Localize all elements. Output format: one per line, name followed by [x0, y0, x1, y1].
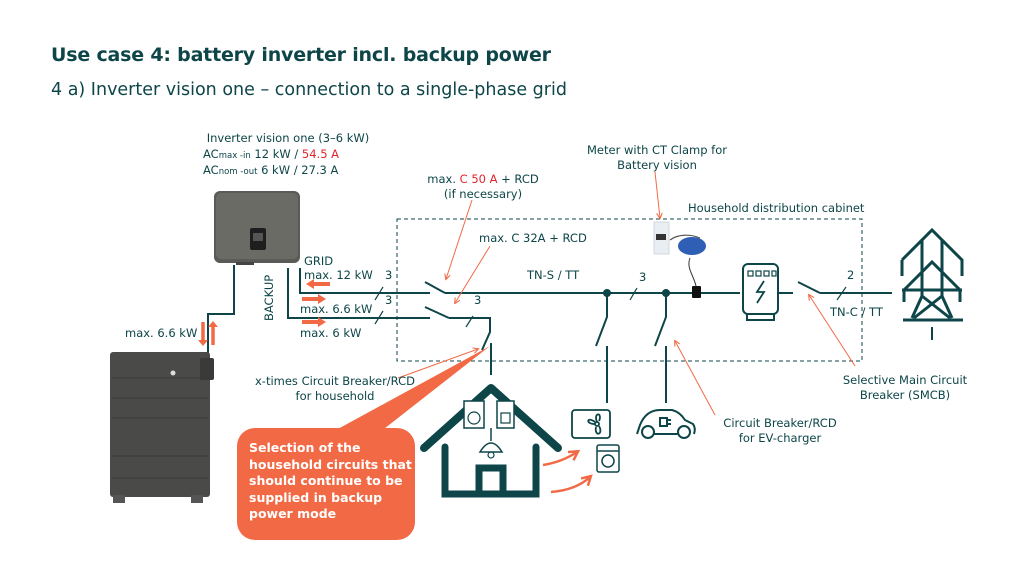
c50-breaker-label: max. C 50 A + RCD (if necessary) [415, 172, 551, 202]
ct-clamp [692, 286, 701, 298]
ac-max-value: 12 kW / [250, 147, 302, 161]
c32-leader [455, 245, 491, 303]
washing-machine-icon [596, 444, 620, 473]
fan-icon [571, 409, 611, 439]
smcb-line1: Selective Main Circuit [842, 373, 968, 387]
battery-device [110, 352, 214, 503]
wire-count-bus: 3 [639, 270, 647, 284]
ev-breaker-line1: Circuit Breaker/RCD [723, 416, 837, 430]
distribution-cabinet-box [396, 218, 863, 362]
battery-power-label: max. 6.6 kW [125, 326, 198, 340]
ac-nom-prefix: AC [203, 163, 219, 177]
inverter-ac-nom: ACnom -out 6 kW / 27.3 A [203, 163, 338, 180]
ac-max-prefix: AC [203, 147, 219, 161]
backup-power-in-label: max. 6.6 kW [300, 302, 373, 316]
household-leader [397, 349, 478, 379]
ac-max-sub: max -in [218, 151, 251, 161]
backup-selection-callout: Selection of the household circuits that… [237, 428, 415, 540]
tn-s-label: TN-S / TT [527, 268, 580, 282]
household-breaker-line1: x-times Circuit Breaker/RCD [255, 374, 415, 388]
page-title: Use case 4: battery inverter incl. backu… [51, 44, 551, 66]
backup-line [287, 268, 430, 319]
smcb-line2: Breaker (SMCB) [859, 388, 951, 402]
grid-label: GRID [304, 254, 334, 268]
ev-leader [675, 341, 716, 416]
callout-pointer [336, 346, 490, 432]
c50-prefix: max. [427, 172, 460, 186]
backup-curve-arrow-1 [542, 449, 581, 467]
c32-breaker-label: max. C 32A + RCD [479, 231, 587, 245]
inverter-ac-max: ACmax -in 12 kW / 54.5 A [203, 147, 339, 164]
grid-power-label: max. 12 kW [304, 268, 373, 282]
ev-breaker-line2: for EV-charger [738, 431, 822, 445]
battery-dc-line [207, 265, 235, 360]
backup-label: BACKUP [262, 274, 276, 321]
wire-count-main: 2 [847, 268, 855, 282]
household-breaker-line2: for household [295, 389, 375, 403]
cabinet-label: Household distribution cabinet [688, 201, 865, 215]
wire-count-c32: 3 [474, 293, 482, 307]
ev-breaker-label: Circuit Breaker/RCD for EV-charger [710, 416, 850, 446]
smcb-leader [809, 295, 856, 367]
tn-c-label: TN-C / TT [830, 305, 883, 319]
meter-leader [654, 171, 660, 218]
meter-label-line1: Meter with CT Clamp for [587, 143, 727, 157]
meter-label-line2: Battery vision [617, 158, 697, 172]
c50-leader [446, 199, 473, 279]
page-subtitle: 4 a) Inverter vision one – connection to… [51, 80, 567, 100]
backup-power-out-label: max. 6 kW [300, 326, 362, 340]
utility-meter-icon [742, 263, 779, 321]
ct-cable-coil [678, 237, 706, 255]
ac-max-current: 54.5 A [301, 147, 340, 161]
ac-nom-value: 6 kW / 27.3 A [257, 163, 339, 177]
wire-count-grid: 3 [385, 268, 393, 282]
household-breaker-label: x-times Circuit Breaker/RCD for househol… [250, 374, 420, 404]
transmission-tower-icon [900, 227, 964, 340]
c50-suffix: + RCD [497, 172, 539, 186]
wire-count-backup: 3 [385, 293, 393, 307]
inverter-device [214, 191, 300, 265]
c50-note: (if necessary) [443, 187, 523, 201]
house-icon [420, 384, 562, 498]
smcb-label: Selective Main Circuit Breaker (SMCB) [830, 373, 980, 403]
grid-line [299, 268, 430, 294]
inverter-name: Inverter vision one (3–6 kW) [206, 131, 370, 145]
c50-value: C 50 A [459, 172, 498, 186]
ev-car-icon [636, 409, 696, 439]
meter-device [653, 221, 670, 255]
backup-curve-arrow-2 [550, 474, 593, 494]
meter-label: Meter with CT Clamp for Battery vision [577, 143, 737, 173]
ac-nom-sub: nom -out [218, 167, 258, 177]
